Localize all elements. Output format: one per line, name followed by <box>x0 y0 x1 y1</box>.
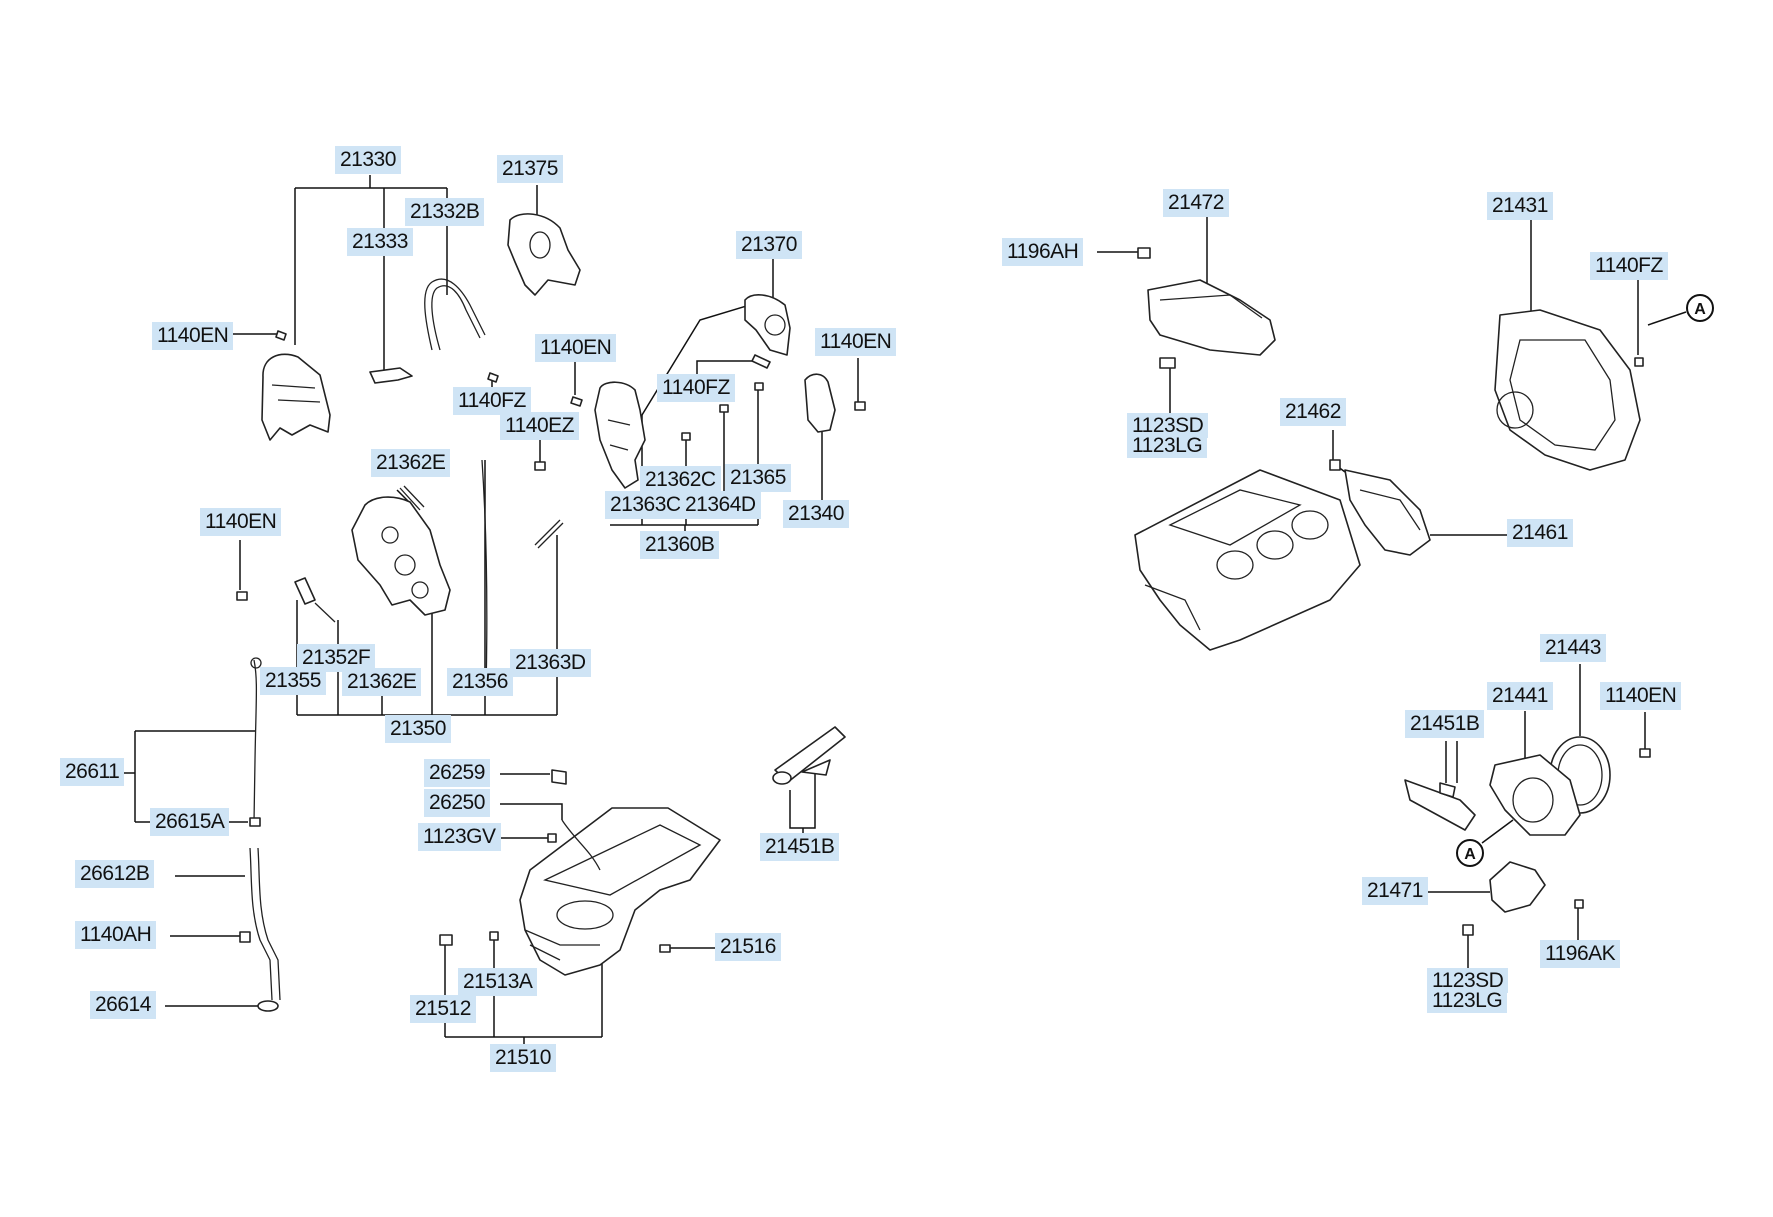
part-1123GV-label[interactable]: 1123GV <box>418 823 501 851</box>
part-21355-label[interactable]: 21355 <box>260 667 326 695</box>
ref-a-circle-bottom <box>1456 839 1484 867</box>
part-1196AH-label[interactable]: 1196AH <box>1002 238 1084 266</box>
part-21362E-label-1[interactable]: 21362E <box>371 449 451 477</box>
part-21362E-label-2[interactable]: 21362E <box>342 668 422 696</box>
part-21441-label[interactable]: 21441 <box>1487 682 1553 710</box>
part-26614-label[interactable]: 26614 <box>90 991 156 1019</box>
part-21360B-label[interactable]: 21360B <box>640 531 720 559</box>
part-21356-label[interactable]: 21356 <box>447 668 513 696</box>
part-21364D-label[interactable]: 21364D <box>680 491 761 519</box>
part-21512-label[interactable]: 21512 <box>410 995 476 1023</box>
part-21370-label[interactable]: 21370 <box>736 231 802 259</box>
part-21451B-label-1[interactable]: 21451B <box>760 833 840 861</box>
part-1140FZ-label-2[interactable]: 1140FZ <box>657 374 735 402</box>
part-1123LG-label-1[interactable]: 1123LG <box>1127 433 1208 458</box>
part-21333-label[interactable]: 21333 <box>347 228 413 256</box>
part-21332B-label[interactable]: 21332B <box>405 198 485 226</box>
part-21510-label[interactable]: 21510 <box>490 1044 556 1072</box>
part-1196AK-label[interactable]: 1196AK <box>1540 940 1621 968</box>
part-1140EN-label-2[interactable]: 1140EN <box>535 334 617 362</box>
part-21443-label[interactable]: 21443 <box>1540 634 1606 662</box>
part-21431-label[interactable]: 21431 <box>1487 192 1553 220</box>
part-1123LG-label-2[interactable]: 1123LG <box>1427 988 1508 1013</box>
part-21363D-label[interactable]: 21363D <box>510 649 591 677</box>
ref-a-bottom: A <box>1464 846 1476 863</box>
part-21350-label[interactable]: 21350 <box>385 715 451 743</box>
part-26612B-label[interactable]: 26612B <box>75 860 155 888</box>
part-21516-label[interactable]: 21516 <box>715 933 781 961</box>
leader-lines <box>120 175 1646 1050</box>
part-21461-label[interactable]: 21461 <box>1507 519 1573 547</box>
part-21451B-label-2[interactable]: 21451B <box>1405 710 1485 738</box>
ref-a-top: A <box>1694 301 1706 318</box>
part-21471-label[interactable]: 21471 <box>1362 877 1428 905</box>
part-1140EN-label-5[interactable]: 1140EN <box>1600 682 1682 710</box>
part-21462-label[interactable]: 21462 <box>1280 398 1346 426</box>
part-21362C-label[interactable]: 21362C <box>640 466 721 494</box>
part-21513A-label[interactable]: 21513A <box>458 968 538 996</box>
part-21340-label[interactable]: 21340 <box>783 500 849 528</box>
part-26250-label[interactable]: 26250 <box>424 789 490 817</box>
part-1140EN-label-1[interactable]: 1140EN <box>152 322 234 350</box>
part-21375-label[interactable]: 21375 <box>497 155 563 183</box>
part-26611-label[interactable]: 26611 <box>60 758 125 786</box>
part-1140AH-label[interactable]: 1140AH <box>75 921 157 949</box>
part-21472-label[interactable]: 21472 <box>1163 189 1229 217</box>
part-1140EN-label-3[interactable]: 1140EN <box>815 328 897 356</box>
part-26615A-label[interactable]: 26615A <box>150 808 230 836</box>
part-1140EN-label-4[interactable]: 1140EN <box>200 508 282 536</box>
ref-a-circle-top <box>1686 294 1714 322</box>
part-1140EZ-label[interactable]: 1140EZ <box>500 412 579 440</box>
part-1140FZ-label-3[interactable]: 1140FZ <box>1590 252 1668 280</box>
part-21330-label[interactable]: 21330 <box>335 146 401 174</box>
part-21363C-label[interactable]: 21363C <box>605 491 686 519</box>
part-1140FZ-label-1[interactable]: 1140FZ <box>453 387 531 415</box>
part-drawings <box>236 213 1651 1012</box>
part-26259-label[interactable]: 26259 <box>424 759 490 787</box>
part-21365-label[interactable]: 21365 <box>725 464 791 492</box>
reference-markers: A A <box>1456 294 1714 867</box>
